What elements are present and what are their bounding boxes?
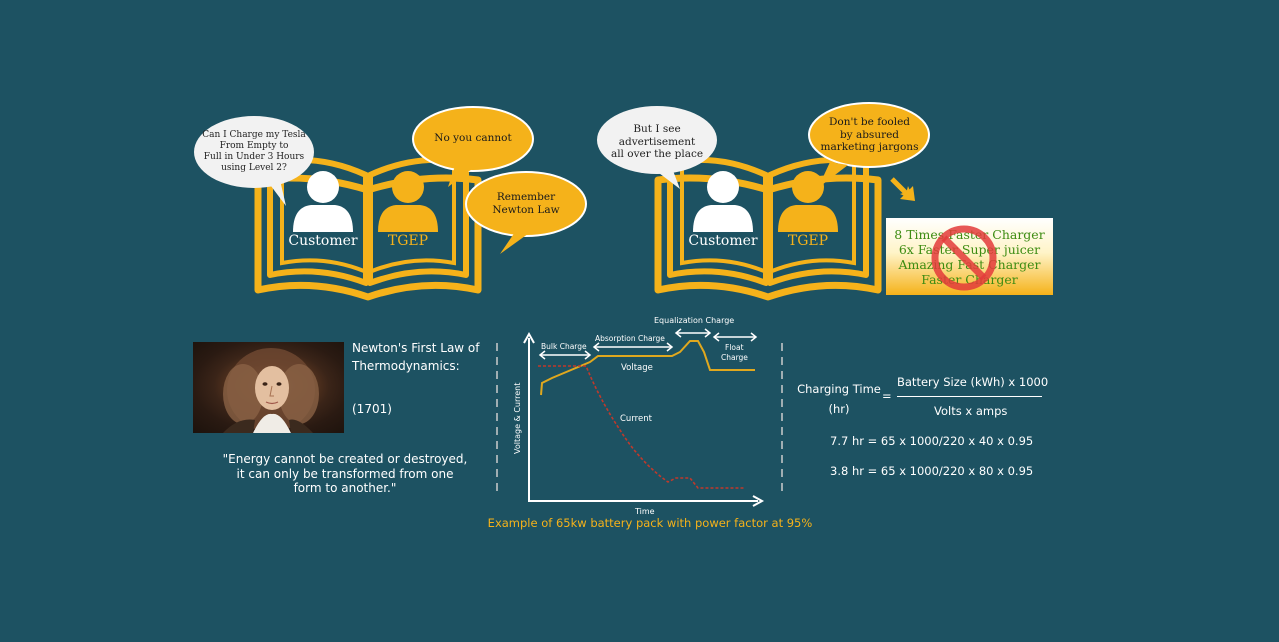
bubble-line: using Level 2? <box>221 162 287 173</box>
x-axis-label: Time <box>634 507 655 516</box>
formula-example-2: 3.8 hr = 65 x 1000/220 x 80 x 0.95 <box>830 464 1034 478</box>
formula-equals: = <box>882 389 892 403</box>
series-label-voltage: Voltage <box>621 363 653 373</box>
right-reply-speech-bubble <box>808 102 930 188</box>
phase-arrow-absorption <box>592 342 674 352</box>
phase-label-equalization: Equalization Charge <box>654 316 734 325</box>
left-reply-speech-bubble-2 <box>465 171 587 254</box>
bubble-line: Can I Charge my Tesla <box>202 130 306 141</box>
arrow-down-right-icon <box>890 177 915 201</box>
chart-caption: Example of 65kw battery pack with power … <box>487 516 813 530</box>
series-label-current: Current <box>620 414 653 424</box>
right-book-icon <box>658 153 878 297</box>
bubble-line: From Empty to <box>219 141 289 152</box>
quote-line: "Energy cannot be created or destroyed, <box>222 452 468 466</box>
left-customer-speech-bubble <box>194 116 314 206</box>
formula-denominator: Volts x amps <box>934 404 1008 418</box>
phase-label-float-line1: Float <box>725 343 744 352</box>
bubble-line: Remember <box>496 191 556 204</box>
charging-curve-chart: Bulk Charge Absorption Charge Equalizati… <box>496 316 783 516</box>
formula-numerator: Battery Size (kWh) x 1000 <box>897 375 1049 389</box>
phase-label-bulk: Bulk Charge <box>541 342 587 351</box>
quote-line: it can only be transformed from one <box>236 466 454 481</box>
bubble-line: Don't be fooled <box>828 116 911 129</box>
right-tgep-label: TGEP <box>787 233 829 249</box>
bubble-line: by absured <box>839 128 900 141</box>
portrait-drawing <box>223 348 319 433</box>
y-axis-arrow-icon <box>523 331 535 344</box>
phase-label-absorption: Absorption Charge <box>595 334 665 343</box>
formula-lhs-line: Charging Time <box>797 382 881 396</box>
prohibited-icon <box>931 225 997 291</box>
newton-portrait-image <box>193 342 344 433</box>
phase-label-float-line2: Charge <box>721 353 748 362</box>
formula-lhs: Charging Time (hr) <box>797 379 881 419</box>
left-customer-label: Customer <box>288 233 358 249</box>
newton-law-title: Newton's First Law of Thermodynamics: <box>352 339 492 375</box>
phase-arrow-bulk <box>538 350 592 360</box>
formula-lhs-line: (hr) <box>828 402 850 416</box>
phase-arrow-equalization <box>674 328 712 338</box>
left-reply-2-text: Remember Newton Law <box>471 190 581 218</box>
title-line: Newton's First Law of <box>352 341 480 355</box>
y-axis-label: Voltage & Current <box>513 383 522 454</box>
title-line: Thermodynamics: <box>352 359 460 373</box>
bubble-line: Newton Law <box>492 204 560 216</box>
newton-year: (1701) <box>352 402 392 416</box>
x-axis-arrow-icon <box>752 495 765 507</box>
series-voltage-line <box>540 340 755 396</box>
right-customer-label: Customer <box>688 233 758 249</box>
formula-example-1: 7.7 hr = 65 x 1000/220 x 40 x 0.95 <box>830 434 1034 448</box>
bubble-line: Full in Under 3 Hours <box>203 152 305 162</box>
left-reply-speech-bubble-1 <box>412 106 534 187</box>
left-tgep-label: TGEP <box>387 233 429 249</box>
left-reply-1-text: No you cannot <box>434 131 512 144</box>
bubble-line: marketing jargons <box>820 141 919 154</box>
marketing-claims-box: 8 Times Faster Charger 6x Faster Super j… <box>886 218 1053 295</box>
fraction-line <box>897 396 1042 397</box>
bubble-line: all over the place <box>610 148 704 161</box>
newton-quote: "Energy cannot be created or destroyed, … <box>220 452 470 496</box>
left-customer-bubble-text: Can I Charge my Tesla From Empty to Full… <box>200 126 308 178</box>
right-reply-bubble-text: Don't be fooled by absured marketing jar… <box>812 115 927 155</box>
claim-line: 8 Times Faster Charger <box>894 227 1045 242</box>
phase-arrow-float <box>712 332 758 342</box>
quote-line: form to another." <box>293 481 397 495</box>
bubble-line: But I see advertisement <box>618 123 696 148</box>
right-customer-speech-bubble <box>597 106 717 189</box>
series-current-line <box>538 365 745 489</box>
right-customer-bubble-text: But I see advertisement all over the pla… <box>597 123 717 160</box>
